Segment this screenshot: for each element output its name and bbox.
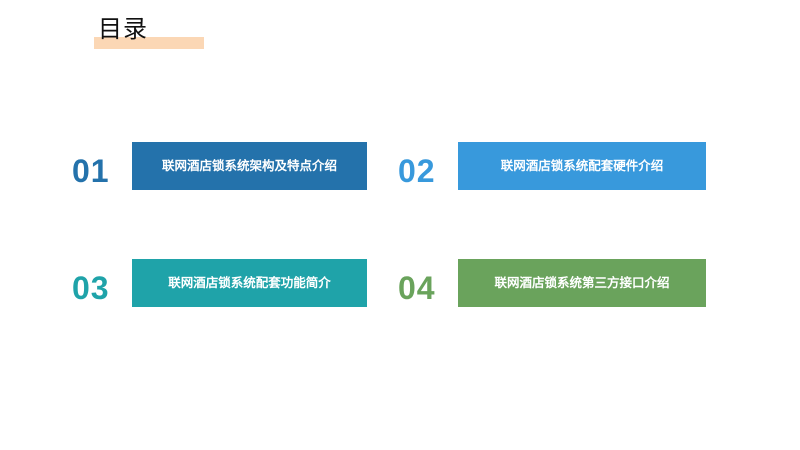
toc-button-4[interactable]: 联网酒店锁系统第三方接口介绍 bbox=[458, 259, 706, 307]
title-highlight-bar bbox=[94, 37, 204, 49]
toc-number-1: 01 bbox=[72, 153, 110, 189]
page-title: 目录 bbox=[98, 15, 148, 43]
toc-item-2[interactable]: 02 联网酒店锁系统配套硬件介绍 bbox=[398, 142, 708, 190]
toc-number-4: 04 bbox=[398, 270, 436, 306]
toc-number-3: 03 bbox=[72, 270, 110, 306]
toc-number-2: 02 bbox=[398, 153, 436, 189]
toc-item-1[interactable]: 01 联网酒店锁系统架构及特点介绍 bbox=[72, 142, 368, 190]
toc-button-1[interactable]: 联网酒店锁系统架构及特点介绍 bbox=[132, 142, 367, 190]
toc-button-3[interactable]: 联网酒店锁系统配套功能简介 bbox=[132, 259, 367, 307]
toc-item-4[interactable]: 04 联网酒店锁系统第三方接口介绍 bbox=[398, 259, 708, 307]
toc-item-3[interactable]: 03 联网酒店锁系统配套功能简介 bbox=[72, 259, 368, 307]
toc-button-2[interactable]: 联网酒店锁系统配套硬件介绍 bbox=[458, 142, 706, 190]
